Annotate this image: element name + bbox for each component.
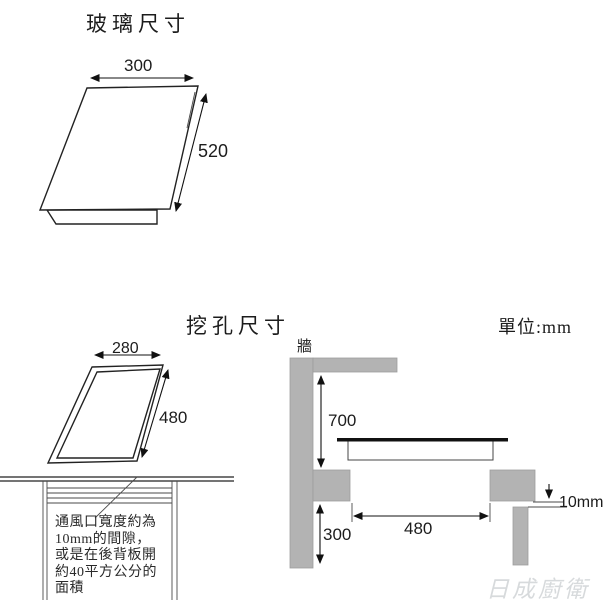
glass-depth-dim-label: 520 [198,141,229,161]
brand-watermark: 日成廚衛 [486,577,590,600]
cabinet-post [512,506,529,566]
glass-width-dim-label: 300 [124,56,153,75]
upper-shelf [312,357,398,373]
cooktop-body [347,440,494,461]
counter-left-block [312,469,351,502]
cooktop-glass [337,438,508,442]
cutout-depth-dim-label: 480 [159,408,188,427]
side-cutout-width-label: 480 [404,519,433,538]
glass-panel-drawing [38,74,208,225]
wall-column [289,357,314,569]
counter-vent-section [0,476,234,600]
glass-section-title: 玻璃尺寸 [86,12,190,36]
wall-label: 牆 [297,339,313,355]
vent-gap-label: 10mm [559,494,604,511]
side-view-section [289,357,567,569]
cutout-width-dim-label: 280 [112,340,139,357]
counter-right-block [489,469,536,502]
unit-label: 單位:mm [498,317,573,337]
height-above-counter-label: 700 [328,411,357,430]
cutout-section-title: 挖孔尺寸 [186,314,290,338]
clearance-below-label: 300 [323,525,352,544]
cutout-hole-drawing [46,351,170,464]
vent-note-text: 通風口寬度約為 10mm的間隙， 或是在後背板開 約40平方公分的 面積 [55,515,157,596]
